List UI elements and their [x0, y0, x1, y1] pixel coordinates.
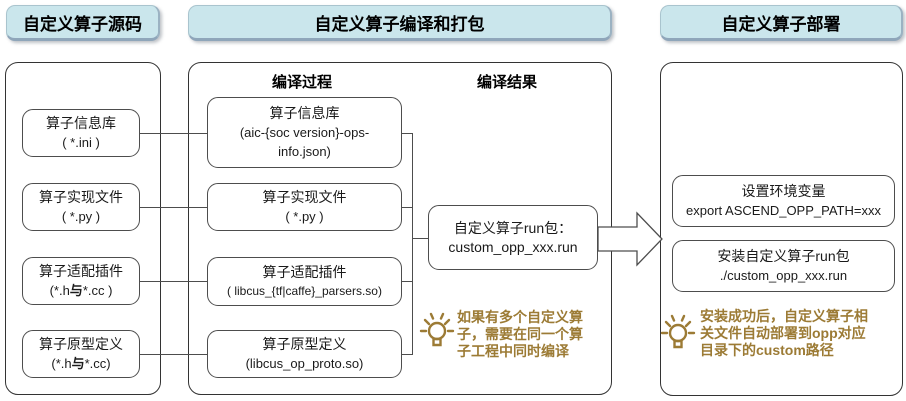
connector-row3 — [140, 281, 207, 282]
source-box-op-impl-title: 算子实现文件 — [39, 189, 123, 205]
label-compile-process: 编译过程 — [271, 74, 332, 91]
bus-line — [412, 133, 413, 355]
build-box-op-proto: 算子原型定义 (libcus_op_proto.so) — [207, 330, 402, 378]
source-box-op-info: 算子信息库 ( *.ini ) — [22, 109, 140, 157]
source-box-op-proto: 算子原型定义 (*.h与*.cc) — [22, 330, 140, 378]
build-box-op-impl-title: 算子实现文件 — [262, 189, 347, 205]
connector-row1 — [140, 133, 207, 134]
connector-row4 — [140, 354, 207, 355]
build-box-op-plugin-title: 算子适配插件 — [262, 263, 347, 280]
deploy-box-env-title: 设置环境变量 — [741, 183, 826, 199]
header-source-label: 自定义算子源码 — [23, 14, 142, 34]
header-build-label: 自定义算子编译和打包 — [314, 14, 485, 34]
source-box-op-info-sub: ( *.ini ) — [62, 135, 100, 150]
header-build: 自定义算子编译和打包 — [188, 5, 612, 41]
run-package-line2: custom_opp_xxx.run — [448, 238, 578, 255]
build-tip-text: 如果有多个自定义算子，需要在同一个算子工程中同时编译 — [457, 309, 583, 359]
source-box-op-impl-sub: ( *.py ) — [61, 209, 101, 224]
build-box-op-proto-sub: (libcus_op_proto.so) — [245, 356, 364, 371]
build-box-op-plugin-sub: ( libcus_{tf|caffe}_parsers.so) — [227, 283, 382, 298]
stub-row1 — [402, 133, 413, 134]
run-connector — [413, 238, 428, 239]
build-box-op-impl: 算子实现文件 ( *.py ) — [207, 183, 402, 231]
connector-row2 — [140, 207, 207, 208]
build-box-op-info-sub2: info.json) — [278, 144, 331, 159]
source-box-op-proto-sub: (*.h与*.cc) — [51, 356, 111, 371]
build-box-op-plugin: 算子适配插件 ( libcus_{tf|caffe}_parsers.so) — [207, 257, 402, 306]
deploy-box-install: 安装自定义算子run包 ./custom_opp_xxx.run — [672, 240, 895, 292]
flow-arrow — [597, 211, 663, 267]
deploy-tip-text: 安装成功后，自定义算子相关文件自动部署到opp对应目录下的custom路径 — [700, 308, 868, 358]
source-box-op-proto-title: 算子原型定义 — [39, 336, 123, 352]
build-box-op-info: 算子信息库 (aic-{soc version}-ops- info.json) — [207, 97, 402, 168]
lightbulb-icon — [660, 314, 696, 349]
header-deploy: 自定义算子部署 — [660, 5, 903, 41]
stub-row2 — [402, 207, 413, 208]
deploy-box-install-sub: ./custom_opp_xxx.run — [719, 268, 848, 283]
source-box-op-plugin: 算子适配插件 (*.h与*.cc ) — [22, 257, 140, 305]
build-box-op-impl-sub: ( *.py ) — [285, 209, 324, 224]
run-package-line1: 自定义算子run包： — [453, 219, 573, 236]
source-box-op-impl: 算子实现文件 ( *.py ) — [22, 183, 140, 231]
stub-row3 — [402, 281, 413, 282]
source-box-op-plugin-sub: (*.h与*.cc ) — [49, 283, 113, 298]
header-deploy-label: 自定义算子部署 — [721, 14, 841, 34]
build-box-op-proto-title: 算子原型定义 — [262, 336, 347, 352]
source-box-op-info-title: 算子信息库 — [46, 115, 116, 131]
deploy-box-env-sub: export ASCEND_OPP_PATH=xxx — [686, 203, 881, 218]
lightbulb-icon — [419, 312, 455, 347]
label-compile-result: 编译结果 — [476, 74, 537, 91]
stub-row4 — [402, 354, 413, 355]
header-source: 自定义算子源码 — [6, 5, 160, 41]
deploy-box-install-title: 安装自定义算子run包 — [717, 248, 850, 264]
run-package-box: 自定义算子run包： custom_opp_xxx.run — [428, 205, 598, 270]
source-box-op-plugin-title: 算子适配插件 — [39, 263, 123, 279]
build-box-op-info-sub1: (aic-{soc version}-ops- — [239, 125, 370, 140]
build-box-op-info-title: 算子信息库 — [269, 105, 340, 121]
deploy-container — [660, 62, 903, 396]
deploy-box-env: 设置环境变量 export ASCEND_OPP_PATH=xxx — [672, 175, 895, 227]
